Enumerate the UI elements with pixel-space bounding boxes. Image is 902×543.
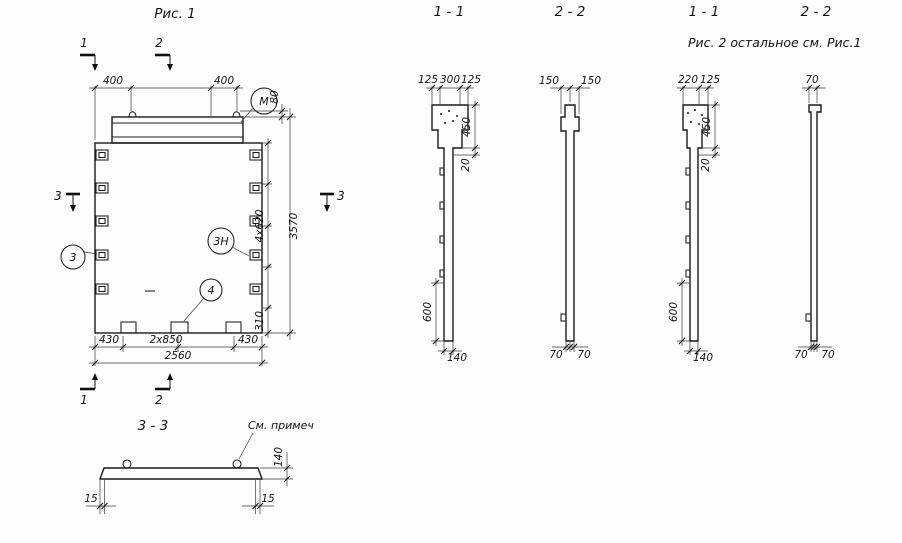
dim-400-right: 400 (214, 75, 234, 87)
dim-140: 140 (447, 352, 467, 364)
marker-1-top-label: 1 (80, 36, 88, 50)
dim-3570: 3570 (288, 212, 300, 239)
section-2-2b-title: 2 - 2 (801, 4, 832, 20)
dim-80: 80 (269, 90, 281, 104)
left-clips (95, 149, 109, 295)
marker-1-bottom-label: 1 (80, 393, 88, 407)
dim-2x850: 2x850 (150, 334, 183, 346)
dim-450: 450 (701, 117, 713, 137)
see-note-label: См. примеч (248, 419, 314, 432)
plan-dimensions: 400 400 80 4x620 310 3570 430 2x850 430 (89, 75, 300, 367)
dim-430-left: 430 (99, 334, 119, 346)
figure2-note: Рис. 2 остальное см. Рис.1 (688, 35, 861, 50)
dim-15-left: 15 (84, 493, 98, 505)
section-marker-2-top: 2 (155, 36, 173, 71)
marker-2-bottom-label: 2 (155, 393, 163, 407)
bottom-tabs (120, 321, 242, 334)
section-2-2b-tab (805, 313, 812, 322)
plan-view: М 3 3Н 4 1 2 1 (54, 36, 345, 407)
lifting-loop-icon (128, 111, 241, 118)
loop-section-left (122, 459, 132, 469)
dim-140: 140 (273, 447, 285, 467)
section-2-2b-dimensions: 70 70 70 (794, 74, 835, 361)
section-1-1b-title: 1 - 1 (689, 4, 720, 20)
section-1-1b-outline (682, 104, 709, 342)
callout-4: 4 (183, 278, 223, 322)
section-marker-2-bottom: 2 (155, 373, 173, 407)
section-2-2a-title: 2 - 2 (555, 4, 586, 20)
section-1-1a-clips (439, 167, 445, 278)
callout-3-label: 3 (70, 251, 77, 264)
dim-220: 220 (678, 74, 698, 86)
dim-600: 600 (422, 302, 434, 322)
dim-70-right: 70 (577, 349, 591, 361)
top-beam (111, 116, 244, 144)
section-1-1a-dots (440, 110, 458, 124)
callout-3n-label: 3Н (213, 235, 228, 248)
section-1-1b-dots (687, 109, 703, 125)
beam-inner-lines (112, 122, 243, 138)
dim-150-left: 150 (539, 75, 559, 87)
see-note-leader (238, 432, 254, 460)
plate-outline (99, 467, 263, 480)
right-clips (249, 149, 263, 295)
dim-150-right: 150 (581, 75, 601, 87)
dim-20: 20 (700, 158, 712, 172)
figure1-title: Рис. 1 (154, 6, 196, 22)
dim-70-right: 70 (821, 349, 835, 361)
marker-3-left-label: 3 (54, 189, 62, 203)
section-1-1a-dimensions: 125 300 125 450 20 600 140 (418, 74, 481, 364)
section-marker-1-bottom: 1 (80, 373, 98, 407)
dim-600: 600 (668, 302, 680, 322)
dim-4x620: 4x620 (254, 209, 266, 242)
section-1-1a-outline (431, 104, 469, 342)
section-1-1a-title: 1 - 1 (434, 4, 465, 20)
dim-125: 125 (700, 74, 720, 86)
marker-2-top-label: 2 (155, 36, 163, 50)
callout-m: М (240, 87, 278, 123)
section-1-1b-dimensions: 220 125 450 20 600 140 (668, 74, 720, 364)
dim-400-left: 400 (103, 75, 123, 87)
dim-70-top: 70 (805, 74, 819, 86)
dim-70-left: 70 (549, 349, 563, 361)
section-2-2a-tab (560, 313, 567, 322)
panel-outline (94, 142, 263, 334)
section-2-2b: 70 70 70 (794, 74, 835, 361)
marker-3-right-label: 3 (337, 189, 345, 203)
dim-300: 300 (440, 74, 460, 86)
dim-140: 140 (693, 352, 713, 364)
section-2-2b-outline (808, 104, 822, 342)
callout-4-label: 4 (208, 284, 215, 297)
section-marker-1-top: 1 (80, 36, 98, 71)
callout-3n: 3Н (207, 227, 250, 257)
dim-125-left: 125 (418, 74, 438, 86)
callout-m-label: М (259, 95, 269, 108)
dim-310: 310 (254, 311, 266, 331)
dim-15-right: 15 (261, 493, 275, 505)
section-2-2a-outline (560, 104, 580, 342)
loop-section-right (232, 459, 242, 469)
dim-430-right: 430 (238, 334, 258, 346)
callout-3: 3 (60, 244, 98, 270)
dim-450: 450 (461, 117, 473, 137)
section-2-2a: 150 150 70 70 (539, 75, 601, 361)
dim-125-right: 125 (461, 74, 481, 86)
section-3-3-dimensions: 140 15 15 (84, 447, 293, 514)
section-1-1b-clips (685, 167, 691, 278)
dim-20: 20 (460, 158, 472, 172)
section-1-1a: 125 300 125 450 20 600 140 (418, 74, 481, 364)
section-2-2a-dimensions: 150 150 70 70 (539, 75, 601, 361)
dim-70-left: 70 (794, 349, 808, 361)
dim-2560: 2560 (165, 350, 192, 362)
section-marker-3-left: 3 (54, 189, 80, 212)
section-3-3-title: 3 - 3 (138, 418, 169, 434)
section-1-1b: 220 125 450 20 600 140 (668, 74, 720, 364)
section-marker-3-right: 3 (320, 189, 345, 212)
section-3-3: 3 - 3 См. примеч 140 15 15 (84, 418, 314, 514)
